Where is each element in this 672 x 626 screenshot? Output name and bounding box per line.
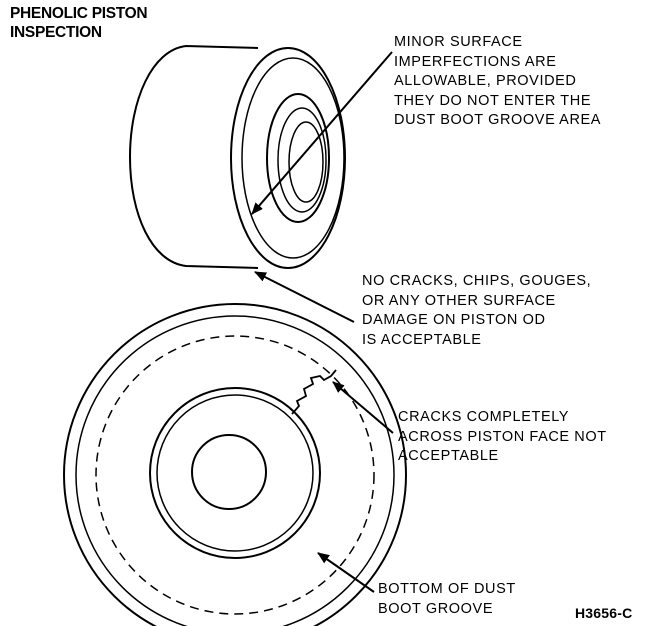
callout-line: ALLOWABLE, PROVIDED	[394, 73, 577, 89]
diagram-title: PHENOLIC PISTON INSPECTION	[10, 4, 148, 42]
piston-face-outer-edge	[230, 47, 346, 269]
callout-line: CRACKS COMPLETELY	[398, 409, 570, 425]
callout-line: THEY DO NOT ENTER THE	[394, 92, 592, 109]
crack-line	[291, 369, 337, 415]
callout-line: BOTTOM OF DUST	[378, 581, 516, 597]
piston-face-rim	[241, 57, 345, 259]
callout-line: DUST BOOT GROOVE AREA	[394, 112, 602, 128]
callout-line: NO CRACKS, CHIPS, GOUGES,	[362, 273, 592, 289]
callout-line: BOOT GROOVE	[378, 600, 494, 617]
piston-center-hole	[191, 434, 267, 510]
arrow-od-damage	[254, 271, 355, 323]
title-line-2: INSPECTION	[10, 24, 102, 41]
callout-line: OR ANY OTHER SURFACE	[362, 292, 556, 309]
piston-face-edge	[75, 315, 395, 626]
piston-body-outline	[128, 44, 259, 269]
callout-line: ACCEPTABLE	[398, 448, 499, 464]
piston-bore-inner	[288, 121, 324, 203]
callout-od-damage: NO CRACKS, CHIPS, GOUGES, OR ANY OTHER S…	[362, 272, 591, 350]
piston-bore-step	[277, 107, 327, 213]
piston-bore-inner-ring	[156, 394, 314, 552]
arrow-surface-imperfections	[251, 51, 393, 215]
dust-boot-groove-bottom	[95, 335, 375, 615]
callout-line: IS ACCEPTABLE	[362, 331, 482, 348]
piston-bore-outer	[266, 93, 330, 223]
title-line-1: PHENOLIC PISTON	[10, 5, 148, 22]
callout-line: MINOR SURFACE	[394, 34, 523, 50]
piston-bore-outer-ring	[149, 387, 321, 559]
figure-id: H3656-C	[575, 605, 633, 621]
callout-cracks: CRACKS COMPLETELY ACROSS PISTON FACE NOT…	[398, 408, 607, 467]
piston-outer-diameter	[63, 303, 407, 626]
callout-groove-bottom: BOTTOM OF DUST BOOT GROOVE	[378, 580, 516, 619]
piston-front-view	[63, 303, 407, 626]
callout-line: ACROSS PISTON FACE NOT	[398, 428, 607, 445]
arrow-cracks	[332, 381, 394, 434]
callout-line: DAMAGE ON PISTON OD	[362, 312, 546, 328]
callout-line: IMPERFECTIONS ARE	[394, 53, 557, 70]
callout-surface-imperfections: MINOR SURFACE IMPERFECTIONS ARE ALLOWABL…	[394, 33, 601, 131]
leader-lines	[251, 51, 394, 593]
piston-side-view	[128, 44, 346, 269]
arrow-groove-bottom	[317, 552, 375, 593]
